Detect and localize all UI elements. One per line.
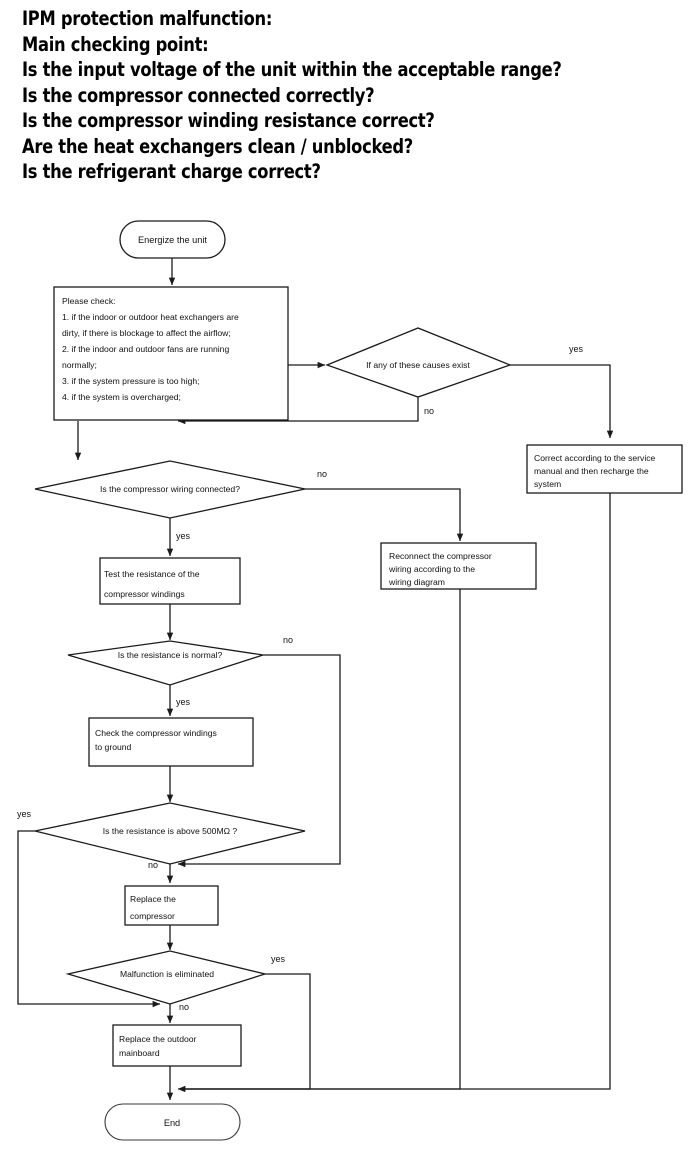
connector-wiring-no-to-reconnect (305, 488, 464, 542)
node-label-malfunction-eliminated: Malfunction is eliminated (120, 969, 214, 979)
edge-label-causes-no: no (424, 406, 434, 416)
please-check-line-4: 2. if the indoor and outdoor fans are ru… (62, 344, 229, 354)
please-check-line-5: normally; (62, 360, 97, 370)
header-line-6: Are the heat exchangers clean / unblocke… (22, 134, 413, 158)
header-text-block: IPM protection malfunction: Main checkin… (22, 6, 682, 185)
test-resistance-line-1: Test the resistance of the (104, 569, 200, 579)
connector-correct-down-to-end (182, 493, 611, 1090)
node-check-compressor-windings-to-ground[interactable]: Check the compressor windings to ground (88, 717, 254, 767)
replace-mainboard-line-1: Replace the outdoor (119, 1034, 197, 1044)
header-line-4: Is the compressor connected correctly? (22, 83, 375, 107)
node-label-above-500: Is the resistance is above 500MΩ ? (103, 826, 238, 836)
edge-label-malfunction-yes: yes (271, 954, 286, 964)
please-check-line-2: 1. if the indoor or outdoor heat exchang… (62, 312, 239, 322)
correct-line-3: system (534, 479, 561, 489)
header-line-3: Is the input voltage of the unit within … (22, 58, 562, 81)
node-energize-the-unit[interactable]: Energize the unit (119, 220, 226, 259)
reconnect-line-3: wiring diagram (388, 577, 445, 587)
node-label-end: End (164, 1118, 180, 1128)
please-check-line-3: dirty, if there is blockage to affect th… (62, 328, 231, 338)
reconnect-line-2: wiring according to the (388, 564, 475, 574)
check-ground-line-1: Check the compressor windings (95, 728, 217, 738)
connector-causes-no-to-check (177, 397, 419, 425)
connector-above-yes-loop (17, 830, 161, 1008)
edge-label-above-no: no (148, 860, 158, 870)
node-end[interactable]: End (104, 1103, 241, 1141)
node-malfunction-is-eliminated[interactable]: Malfunction is eliminated (65, 950, 268, 1005)
edge-label-wiring-yes: yes (176, 531, 191, 541)
header-line-7: Is the refrigerant charge correct? (22, 160, 321, 183)
node-is-resistance-above-500-megaohm[interactable]: Is the resistance is above 500MΩ ? (34, 802, 306, 865)
header-line-1: IPM protection malfunction: (22, 7, 273, 30)
please-check-line-1: Please check: (62, 296, 116, 306)
please-check-line-7: 4. if the system is overcharged; (62, 392, 181, 402)
troubleshooting-flowchart: yes no no yes no yes yes no yes no Energ… (0, 205, 700, 1152)
replace-compressor-line-1: Replace the (130, 894, 176, 904)
node-correct-according-to-service-manual[interactable]: Correct according to the service manual … (526, 444, 683, 494)
header-line-5: Is the compressor winding resistance cor… (22, 109, 435, 132)
node-replace-the-outdoor-mainboard[interactable]: Replace the outdoor mainboard (112, 1024, 242, 1067)
edge-label-above-yes: yes (17, 809, 32, 819)
connector-causes-yes-to-correct (510, 364, 614, 439)
node-label-causes-exist: If any of these causes exist (366, 360, 470, 370)
edge-label-causes-yes: yes (569, 344, 584, 354)
node-reconnect-compressor-wiring[interactable]: Reconnect the compressor wiring accordin… (380, 542, 537, 590)
edge-label-resistance-no: no (283, 635, 293, 645)
node-test-resistance-of-compressor-windings[interactable]: Test the resistance of the compressor wi… (99, 557, 241, 605)
reconnect-line-1: Reconnect the compressor (389, 551, 492, 561)
replace-compressor-line-2: compressor (130, 911, 175, 921)
edge-label-malfunction-no: no (179, 1002, 189, 1012)
node-label-start: Energize the unit (138, 235, 207, 245)
node-replace-the-compressor[interactable]: Replace the compressor (124, 885, 219, 926)
test-resistance-line-2: compressor windings (104, 589, 185, 599)
edge-label-resistance-yes: yes (176, 697, 191, 707)
connector-resistance-no-to-above (177, 654, 341, 868)
node-if-any-causes-exist[interactable]: If any of these causes exist (325, 327, 512, 398)
check-ground-line-2: to ground (95, 742, 132, 752)
correct-line-1: Correct according to the service (534, 453, 656, 463)
header-line-2: Main checking point: (22, 32, 209, 56)
replace-mainboard-line-2: mainboard (119, 1048, 160, 1058)
node-is-compressor-wiring-connected[interactable]: Is the compressor wiring connected? (34, 460, 306, 519)
node-label-resistance-normal: Is the resistance is normal? (118, 650, 223, 660)
correct-line-2: manual and then recharge the (534, 466, 649, 476)
node-is-resistance-normal[interactable]: Is the resistance is normal? (67, 640, 264, 686)
node-please-check[interactable]: Please check: 1. if the indoor or outdoo… (53, 286, 289, 421)
node-label-wiring-connected: Is the compressor wiring connected? (100, 484, 240, 494)
please-check-line-6: 3. if the system pressure is too high; (62, 376, 200, 386)
edge-label-wiring-no: no (317, 469, 327, 479)
